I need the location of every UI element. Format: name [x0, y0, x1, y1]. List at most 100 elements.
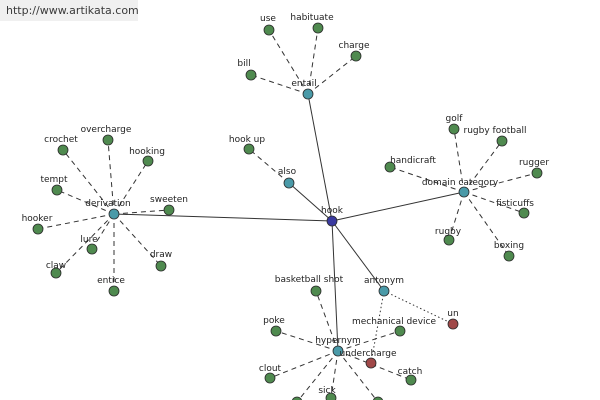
- label-derivation[interactable]: derivation: [85, 199, 131, 209]
- node-claw[interactable]: [50, 267, 62, 279]
- label-crochet[interactable]: crochet: [44, 135, 78, 145]
- label-bill[interactable]: bill: [237, 59, 250, 69]
- node-hook[interactable]: [326, 215, 338, 227]
- node-poke[interactable]: [270, 325, 282, 337]
- edge-hypernym-to-bottom-right: [337, 350, 378, 400]
- label-entice[interactable]: entice: [97, 276, 125, 286]
- node-rugby[interactable]: [443, 234, 455, 246]
- node-boxing[interactable]: [503, 250, 515, 262]
- label-handicraft[interactable]: handicraft: [390, 156, 436, 166]
- label-also[interactable]: also: [278, 167, 297, 177]
- node-hypernym[interactable]: [332, 345, 344, 357]
- label-entail[interactable]: entail: [291, 79, 316, 89]
- node-golf[interactable]: [448, 123, 460, 135]
- label-layer: hook entail derivation also domain category a…: [22, 13, 550, 396]
- label-domain-category[interactable]: domain category: [422, 178, 499, 188]
- edge-domain-category-to-rugger: [463, 172, 538, 193]
- label-rugger[interactable]: rugger: [519, 158, 549, 168]
- edge-layer: [37, 27, 538, 400]
- node-layer: [32, 22, 543, 400]
- label-hook-up[interactable]: hook up: [229, 135, 265, 145]
- edge-entail-to-bill: [250, 74, 309, 95]
- node-un[interactable]: [447, 318, 459, 330]
- edge-derivation-to-tempt: [56, 189, 115, 215]
- watermark-url: http://www.artikata.com: [0, 0, 139, 21]
- node-habituate[interactable]: [312, 22, 324, 34]
- label-clout[interactable]: clout: [259, 364, 282, 374]
- label-rugby-football[interactable]: rugby football: [464, 126, 527, 136]
- label-basketball-shot[interactable]: basketball shot: [275, 275, 344, 285]
- label-sick[interactable]: sick: [318, 386, 336, 396]
- node-entice[interactable]: [108, 285, 120, 297]
- node-rugger[interactable]: [531, 167, 543, 179]
- label-overcharge[interactable]: overcharge: [81, 125, 132, 135]
- edge-domain-category-to-fisticuffs: [463, 191, 525, 214]
- node-basketball-shot[interactable]: [310, 285, 322, 297]
- label-charge[interactable]: charge: [339, 41, 370, 51]
- node-hook-up[interactable]: [243, 143, 255, 155]
- label-boxing[interactable]: boxing: [494, 241, 524, 251]
- node-sick[interactable]: [325, 392, 337, 400]
- edge-hypernym-to-clout: [269, 350, 339, 379]
- node-overcharge[interactable]: [102, 134, 114, 146]
- label-fisticuffs[interactable]: fisticuffs: [496, 199, 534, 209]
- label-claw[interactable]: claw: [46, 261, 66, 271]
- edge-derivation-to-claw: [55, 213, 115, 274]
- node-lure[interactable]: [86, 243, 98, 255]
- edge-derivation-to-hooking: [113, 160, 149, 215]
- edge-derivation-to-draw: [113, 213, 162, 267]
- label-mechanical-device[interactable]: mechanical device: [352, 317, 437, 327]
- label-antonym[interactable]: antonym: [364, 276, 404, 286]
- label-use[interactable]: use: [260, 14, 276, 24]
- edge-hook-to-hypernym: [331, 220, 339, 352]
- edge-also-to-hook-up: [248, 148, 290, 184]
- edge-domain-category-to-rugby-football: [463, 140, 503, 193]
- node-rugby-football[interactable]: [496, 135, 508, 147]
- node-mechanical-device[interactable]: [394, 325, 406, 337]
- label-undercharge[interactable]: undercharge: [339, 349, 397, 359]
- edge-hypernym-to-basketball-shot: [315, 290, 339, 352]
- label-catch[interactable]: catch: [398, 367, 423, 377]
- node-sweeten[interactable]: [163, 204, 175, 216]
- label-tempt[interactable]: tempt: [40, 175, 68, 185]
- node-also[interactable]: [283, 177, 295, 189]
- node-undercharge[interactable]: [365, 357, 377, 369]
- edge-hook-to-derivation: [113, 213, 333, 222]
- node-catch[interactable]: [405, 374, 417, 386]
- edge-domain-category-to-golf: [453, 128, 465, 193]
- label-sweeten[interactable]: sweeten: [150, 195, 188, 205]
- label-hook[interactable]: hook: [321, 206, 344, 216]
- edge-entail-to-use: [268, 29, 309, 95]
- label-poke[interactable]: poke: [263, 316, 285, 326]
- label-golf[interactable]: golf: [446, 114, 464, 124]
- label-habituate[interactable]: habituate: [290, 13, 334, 23]
- node-charge[interactable]: [350, 50, 362, 62]
- node-draw[interactable]: [155, 260, 167, 272]
- label-rugby[interactable]: rugby: [435, 227, 462, 237]
- edge-antonym-to-un: [383, 290, 454, 325]
- label-un[interactable]: un: [447, 309, 458, 319]
- label-hooker[interactable]: hooker: [22, 214, 53, 224]
- label-draw[interactable]: draw: [150, 250, 172, 260]
- edge-derivation-to-crochet: [62, 149, 115, 215]
- node-clout[interactable]: [264, 372, 276, 384]
- node-antonym[interactable]: [378, 285, 390, 297]
- node-bottom-left[interactable]: [291, 396, 303, 400]
- label-lure[interactable]: lure: [80, 235, 98, 245]
- node-handicraft[interactable]: [384, 161, 396, 173]
- node-domain-category[interactable]: [458, 186, 470, 198]
- node-crochet[interactable]: [57, 144, 69, 156]
- node-hooker[interactable]: [32, 223, 44, 235]
- node-bottom-right[interactable]: [372, 396, 384, 400]
- node-fisticuffs[interactable]: [518, 207, 530, 219]
- node-entail[interactable]: [302, 88, 314, 100]
- node-bill[interactable]: [245, 69, 257, 81]
- node-use[interactable]: [263, 24, 275, 36]
- node-derivation[interactable]: [108, 208, 120, 220]
- edge-hypernym-to-poke: [275, 330, 339, 352]
- label-hypernym[interactable]: hypernym: [315, 336, 361, 346]
- node-hooking[interactable]: [142, 155, 154, 167]
- node-tempt[interactable]: [51, 184, 63, 196]
- edge-hook-to-entail: [307, 93, 333, 222]
- label-hooking[interactable]: hooking: [129, 147, 165, 157]
